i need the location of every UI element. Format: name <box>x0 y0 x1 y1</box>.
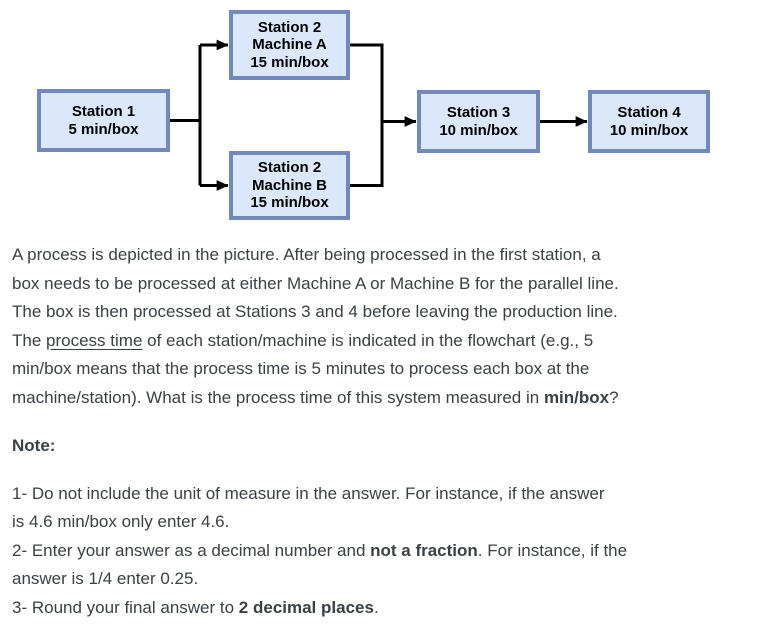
station-4-title: Station 4 <box>617 104 681 121</box>
question-text: A process is depicted in the picture. Af… <box>12 241 756 412</box>
question-content: A process is depicted in the picture. Af… <box>0 241 764 622</box>
station-3-rate: 10 min/box <box>439 121 518 139</box>
two-decimal-places-bold: 2 decimal places <box>238 597 374 617</box>
machine-b-rate: 15 min/box <box>250 194 329 212</box>
question-line-4: The process time of each station/machine… <box>12 327 756 356</box>
question-line-1: A process is depicted in the picture. Af… <box>12 245 601 264</box>
question-line-3: The box is then processed at Stations 3 … <box>12 302 618 321</box>
not-a-fraction-bold: not a fraction <box>370 540 478 560</box>
note-item-3-post: . <box>373 597 379 617</box>
question-line-5: min/box means that the process time is 5… <box>12 359 590 378</box>
machine-a-station-label: Station 2 <box>257 18 322 36</box>
machine-b-title: Machine B <box>251 176 327 194</box>
machine-a-rate: 15 min/box <box>250 53 329 71</box>
note-item-2-line-2: answer is 1/4 enter 0.25. <box>12 569 199 588</box>
note-item-2-line-1: 2- Enter your answer as a decimal number… <box>12 537 756 566</box>
station-3-title: Station 3 <box>446 104 511 121</box>
note-item-1-line-1: 1- Do not include the unit of measure in… <box>12 483 605 503</box>
question-line-2: box needs to be processed at either Mach… <box>12 273 619 293</box>
question-line-6-post: ? <box>609 387 619 407</box>
station-1-box: Station 1 5 min/box <box>37 89 170 152</box>
note-item-2-pre: 2- Enter your answer as a decimal number… <box>12 540 371 560</box>
machine-b-station-label: Station 2 <box>257 159 322 177</box>
note-item-3: 3- Round your final answer to 2 decimal … <box>12 594 756 623</box>
station-2-machine-a-box: Station 2 Machine A 15 min/box <box>229 10 350 80</box>
question-line-6-pre: machine/station). What is the process ti… <box>12 387 544 407</box>
question-line-4-pre: The <box>12 330 47 350</box>
process-time-underlined: process time <box>46 330 143 350</box>
station-4-rate: 10 min/box <box>609 121 689 139</box>
station-3-box: Station 3 10 min/box <box>417 90 540 153</box>
note-item-2-post: . For instance, if the <box>477 540 628 560</box>
question-line-6: machine/station). What is the process ti… <box>12 384 756 413</box>
min-per-box-bold: min/box <box>543 387 610 407</box>
note-item-1-line-2: is 4.6 min/box only enter 4.6. <box>12 512 230 531</box>
station-2-machine-b-box: Station 2 Machine B 15 min/box <box>229 151 350 220</box>
note-items: 1- Do not include the unit of measure in… <box>12 480 756 623</box>
merge-line <box>350 43 384 187</box>
station-4-box: Station 4 10 min/box <box>588 90 710 153</box>
station-1-title: Station 1 <box>71 103 136 120</box>
note-item-3-pre: 3- Round your final answer to <box>12 597 239 617</box>
flow-arrows <box>170 39 588 191</box>
note-heading: Note: <box>12 436 56 455</box>
process-flowchart: Station 1 5 min/box Station 2 Machine A … <box>0 0 764 232</box>
station-1-rate: 5 min/box <box>68 120 139 138</box>
question-line-4-post: of each station/machine is indicated in … <box>142 330 594 350</box>
machine-a-title: Machine A <box>252 36 327 54</box>
